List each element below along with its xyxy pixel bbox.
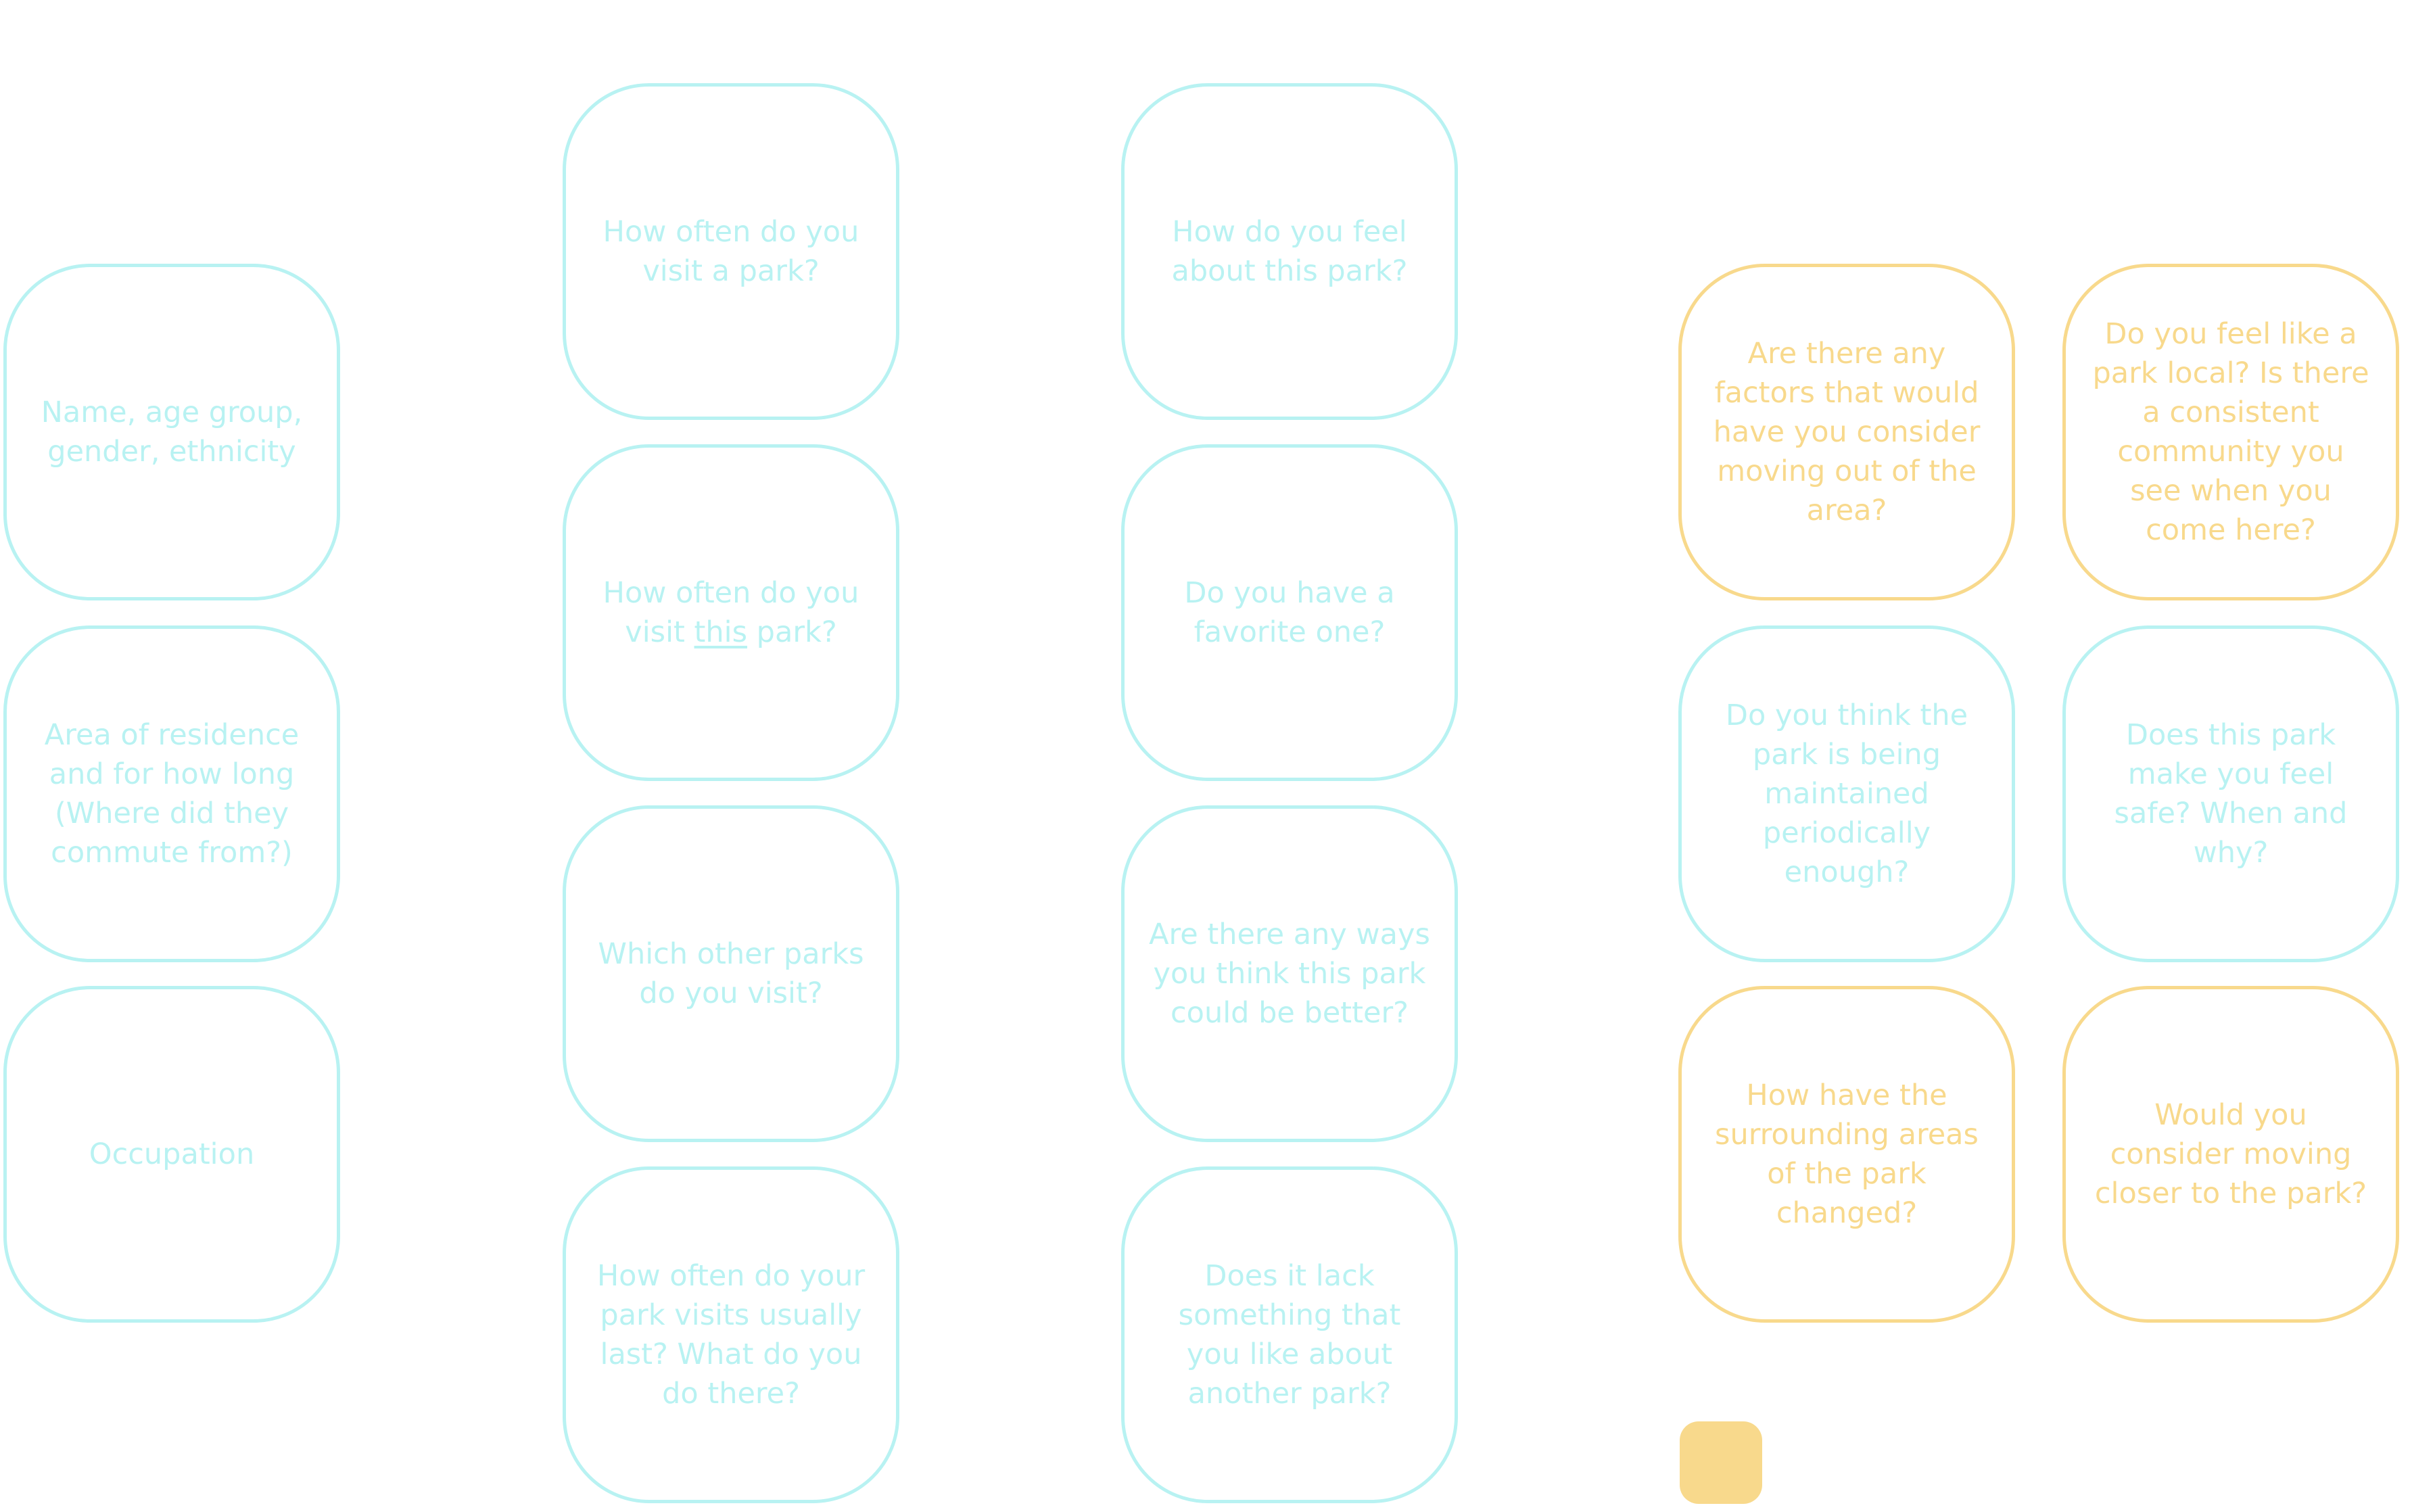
question-card-moving-closer: Would you consider moving closer to the … — [2062, 986, 2399, 1323]
question-card-this-park-frequency: How often do you visit this park? — [563, 444, 899, 781]
question-text: Name, age group, gender, ethnicity — [41, 396, 303, 469]
question-card-demographics-name: Name, age group, gender, ethnicity — [3, 264, 340, 600]
question-card-safety: Does this park make you feel safe? When … — [2062, 625, 2399, 962]
question-text: How often do you visit this park? — [602, 576, 859, 649]
question-text: How often do your park visits usually la… — [596, 1259, 866, 1411]
question-card-surroundings-changed: How have the surrounding areas of the pa… — [1678, 986, 2015, 1323]
question-text: Are there any factors that would have yo… — [1713, 337, 1981, 527]
question-card-maintenance: Do you think the park is being maintaine… — [1678, 625, 2015, 962]
question-text: Do you feel like a park local? Is there … — [2092, 317, 2369, 547]
question-text: Area of residence and for how long (Wher… — [44, 718, 300, 870]
question-text: Which other parks do you visit? — [598, 937, 864, 1010]
question-card-demographics-occupation: Occupation — [3, 986, 340, 1323]
question-text: Does this park make you feel safe? When … — [2114, 718, 2348, 870]
question-card-demographics-residence: Area of residence and for how long (Wher… — [3, 625, 340, 962]
question-card-moving-out: Are there any factors that would have yo… — [1678, 264, 2015, 600]
question-card-lacking: Does it lack something that you like abo… — [1121, 1166, 1458, 1503]
question-card-feel-about-park: How do you feel about this park? — [1121, 83, 1458, 420]
question-card-park-local: Do you feel like a park local? Is there … — [2062, 264, 2399, 600]
question-text: Do you think the park is being maintaine… — [1725, 699, 1968, 889]
question-card-visit-duration: How often do your park visits usually la… — [563, 1166, 899, 1503]
question-card-favorite: Do you have a favorite one? — [1121, 444, 1458, 781]
question-text: Would you consider moving closer to the … — [2094, 1098, 2367, 1210]
question-text: Occupation — [89, 1137, 255, 1171]
question-text: Do you have a favorite one? — [1184, 576, 1395, 649]
question-text: How do you feel about this park? — [1171, 215, 1408, 288]
question-card-visit-frequency: How often do you visit a park? — [563, 83, 899, 420]
question-card-improvements: Are there any ways you think this park c… — [1121, 805, 1458, 1142]
question-text: Are there any ways you think this park c… — [1149, 918, 1430, 1030]
question-text: How have the surrounding areas of the pa… — [1715, 1079, 1979, 1230]
emphasis-this: this — [694, 615, 748, 649]
question-card-other-parks: Which other parks do you visit? — [563, 805, 899, 1142]
question-text: How often do you visit a park? — [602, 215, 859, 288]
yellow-legend-chip — [1680, 1421, 1762, 1504]
question-text: Does it lack something that you like abo… — [1178, 1259, 1401, 1411]
